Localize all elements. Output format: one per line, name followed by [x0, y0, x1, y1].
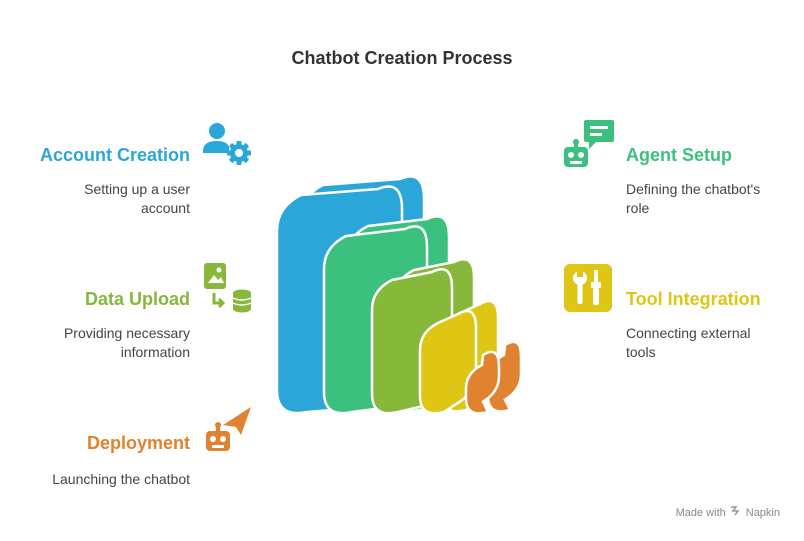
deployment-desc: Launching the chatbot [52, 471, 190, 487]
deployment-title: Deployment [86, 433, 190, 453]
robot-send-icon [203, 407, 253, 462]
file-database-icon [204, 263, 254, 318]
agent-setup-title: Agent Setup [626, 145, 732, 165]
tool-layer-front [418, 309, 478, 415]
made-with-label: Made with [675, 506, 726, 519]
napkin-brand-label: Napkin [745, 506, 780, 519]
agent-setup-desc: Defining the chatbot's role [626, 181, 761, 216]
diagram-title: Chatbot Creation Process [291, 48, 513, 68]
made-with-napkin-footer: Made with Napkin [676, 505, 780, 520]
robot-chat-icon [562, 120, 614, 175]
account-creation-desc: Setting up a user account [84, 181, 190, 216]
deploy-layer-front [464, 350, 501, 415]
data-upload-title: Data Upload [84, 289, 190, 309]
user-gear-icon [203, 121, 255, 172]
account-creation-title: Account Creation [39, 145, 190, 165]
tool-integration-title: Tool Integration [626, 289, 761, 309]
tools-icon [564, 264, 612, 317]
data-upload-desc: Providing necessary information [63, 325, 190, 360]
napkin-logo-icon [730, 505, 742, 520]
tool-integration-desc: Connecting external tools [626, 325, 751, 360]
